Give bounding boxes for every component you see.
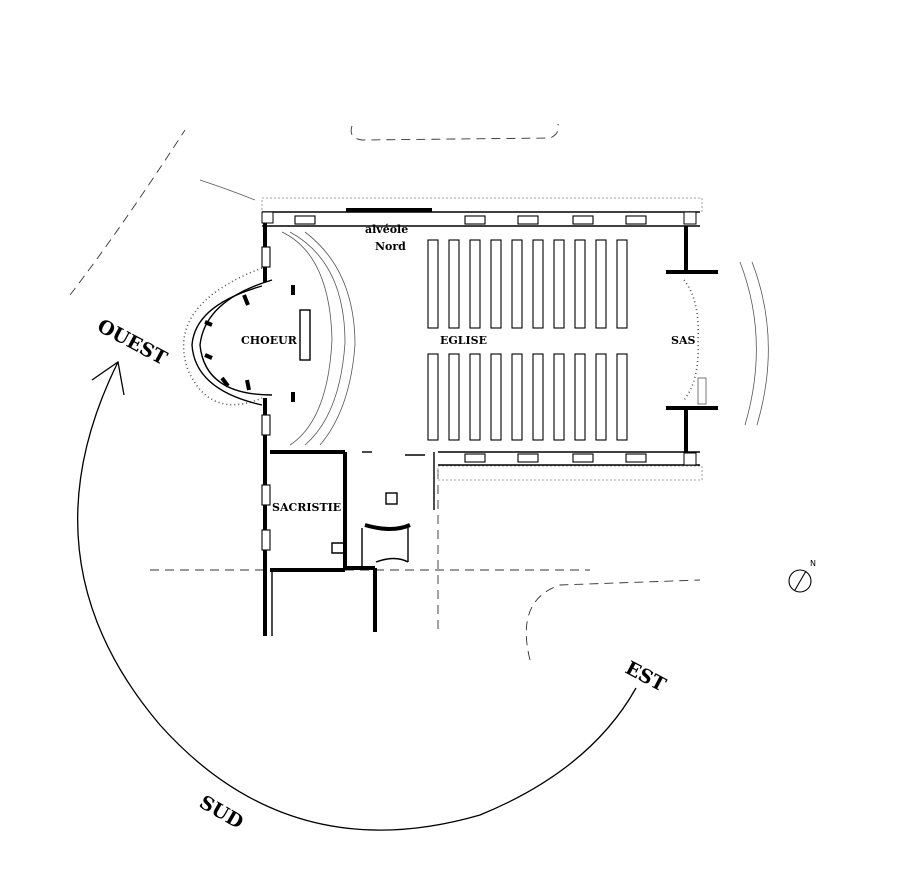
label-choeur: CHOEUR (241, 334, 298, 347)
orientation-arc (77, 360, 637, 831)
sas-entrance (683, 279, 707, 405)
church-walls (191, 208, 718, 636)
north-compass (788, 569, 812, 593)
label-sud: SUD (196, 791, 248, 833)
site-context (69, 123, 769, 661)
compass-north-label: N (810, 559, 816, 568)
label-sacristie: SACRISTIE (272, 501, 341, 514)
benches-south (427, 353, 628, 441)
corner-posts (261, 211, 697, 466)
label-est: EST (622, 657, 670, 696)
label-ouest: OUEST (94, 315, 171, 370)
label-alcove: alvéole (365, 223, 408, 236)
label-eglise: EGLISE (440, 334, 487, 347)
benches-north (427, 239, 628, 329)
label-sas: SAS (671, 334, 695, 347)
label-nord: Nord (375, 240, 406, 253)
choir-dais (204, 231, 356, 446)
windows (261, 215, 647, 551)
